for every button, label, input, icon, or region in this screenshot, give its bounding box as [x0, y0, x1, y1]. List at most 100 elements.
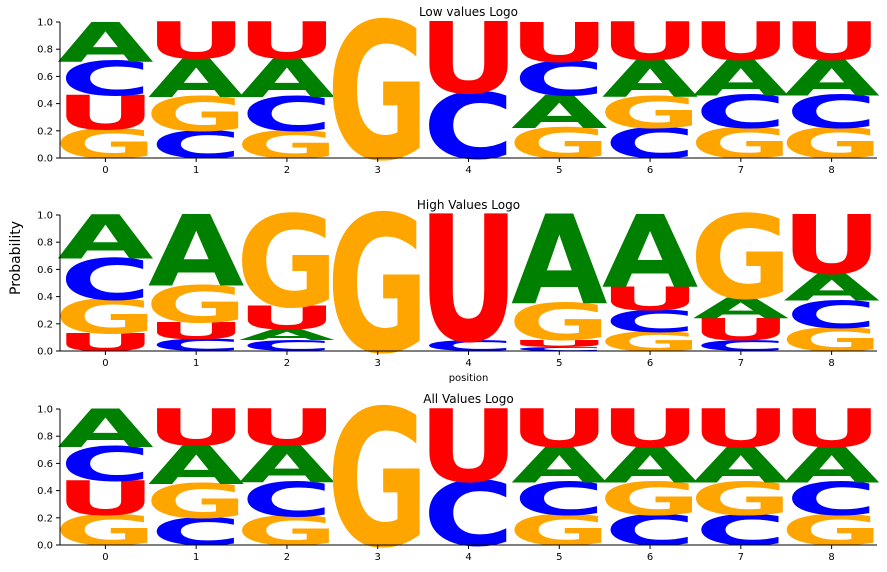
logo-letter-a: A [602, 50, 699, 109]
logo-letter-u: U [600, 281, 701, 318]
x-tick-label: 5 [556, 165, 562, 176]
x-tick-label: 0 [102, 552, 108, 563]
logo-letter-a: A [693, 292, 790, 325]
logo-letter-u: U [509, 398, 610, 460]
logo-letter-u: U [781, 11, 882, 73]
logo-letter-g: G [236, 188, 338, 336]
y-tick-label: 0.0 [37, 347, 53, 358]
y-tick-label: 0.6 [37, 72, 53, 83]
x-tick-label: 8 [828, 552, 834, 563]
logo-letter-u: U [690, 312, 791, 347]
logo-letter-a: A [148, 48, 244, 110]
logo-letter-c: C [604, 304, 695, 339]
logo-panel: High Values LogoUGCACUGACAUGGCUCUGAGCUAC… [37, 176, 883, 396]
x-tick-label: 1 [193, 552, 199, 563]
logo-letter-g: G [508, 293, 610, 352]
logo-letter-u: U [781, 198, 882, 293]
x-tick-label: 8 [828, 358, 834, 369]
y-tick-label: 0.4 [37, 292, 53, 303]
logo-letter-u: U [146, 399, 247, 458]
logo-letter-u: U [781, 398, 882, 460]
logo-letter-u: U [418, 388, 519, 505]
logo-panel: All Values LogoGUCACGAUGCAUGCUGCAUCGAUCG… [37, 370, 883, 572]
x-tick-label: 7 [738, 358, 744, 369]
x-tick-label: 5 [556, 552, 562, 563]
logo-letter-u: U [55, 86, 156, 141]
logo-letter-c: C [60, 247, 151, 313]
logo-letter-g: G [54, 290, 156, 345]
logo-letter-u: U [690, 11, 791, 73]
logo-letter-g: G [599, 88, 701, 139]
x-tick-label: 0 [102, 165, 108, 176]
y-tick-label: 0.4 [37, 99, 53, 110]
y-tick-label: 0.4 [37, 486, 53, 497]
logo-letter-a: A [239, 436, 336, 495]
logo-letter-u: U [600, 11, 701, 73]
logo-letter-c: C [423, 337, 514, 355]
y-tick-label: 1.0 [37, 405, 53, 416]
logo-letter-c: C [695, 86, 786, 139]
logo-letter-a: A [693, 437, 789, 494]
logo-letter-u: U [146, 318, 247, 344]
logo-letter-g: G [327, 176, 429, 396]
x-tick-label: 3 [375, 358, 381, 369]
logo-letter-c: C [786, 86, 877, 139]
x-tick-label: 4 [465, 165, 471, 176]
logo-letter-c: C [241, 88, 332, 143]
logo-letter-u: U [236, 300, 337, 337]
x-tick-label: 1 [193, 165, 199, 176]
y-tick-label: 0.8 [37, 238, 53, 249]
logo-letter-g: G [327, 370, 429, 568]
logo-letter-c: C [514, 346, 605, 353]
logo-letter-u: U [55, 472, 156, 527]
logo-panel: Low values LogoGUCACGAUGCAUGCUGACUCGAUGC… [37, 0, 883, 203]
y-tick-label: 1.0 [37, 18, 53, 29]
logo-letter-u: U [418, 179, 519, 381]
logo-letter-u: U [509, 11, 610, 75]
chart-title: Low values Logo [419, 5, 518, 19]
x-tick-label: 2 [284, 165, 290, 176]
logo-letter-u: U [600, 398, 701, 460]
y-axis-label: Probability [8, 221, 24, 295]
x-tick-label: 8 [828, 165, 834, 176]
x-tick-label: 3 [375, 552, 381, 563]
logo-letter-a: A [511, 86, 608, 139]
logo-letter-c: C [514, 473, 605, 526]
chart-title: All Values Logo [423, 392, 514, 406]
logo-letter-a: A [693, 50, 789, 107]
logo-letter-g: G [690, 192, 792, 326]
y-tick-label: 0.8 [37, 432, 53, 443]
y-tick-label: 0.0 [37, 154, 53, 165]
logo-letter-c: C [60, 52, 151, 107]
x-axis-label: position [449, 373, 489, 384]
logo-letter-u: U [509, 338, 610, 349]
logo-letter-a: A [783, 437, 879, 494]
logo-letter-g: G [327, 0, 429, 203]
logo-letter-u: U [236, 399, 337, 458]
y-tick-label: 0.2 [37, 319, 53, 330]
x-tick-label: 0 [102, 358, 108, 369]
x-tick-label: 6 [647, 552, 653, 563]
logo-letter-u: U [418, 2, 519, 116]
logo-letter-a: A [57, 398, 153, 460]
x-tick-label: 5 [556, 358, 562, 369]
logo-letter-c: C [514, 52, 605, 107]
logo-letter-a: A [511, 190, 608, 333]
x-tick-label: 4 [465, 358, 471, 369]
logo-letter-a: A [57, 203, 154, 273]
logo-letter-c: C [423, 464, 514, 567]
logo-letter-c: C [786, 293, 877, 337]
logo-letter-a: A [602, 437, 698, 494]
logo-letter-a: A [148, 195, 245, 309]
logo-letter-c: C [241, 473, 332, 528]
logo-letter-a: A [239, 326, 336, 344]
logo-letter-c: C [786, 473, 877, 526]
logo-letter-a: A [57, 11, 153, 75]
logo-letter-u: U [690, 398, 791, 460]
x-tick-label: 7 [738, 165, 744, 176]
logo-letter-u: U [236, 12, 337, 71]
y-tick-label: 1.0 [37, 211, 53, 222]
logo-letter-a: A [783, 266, 879, 310]
